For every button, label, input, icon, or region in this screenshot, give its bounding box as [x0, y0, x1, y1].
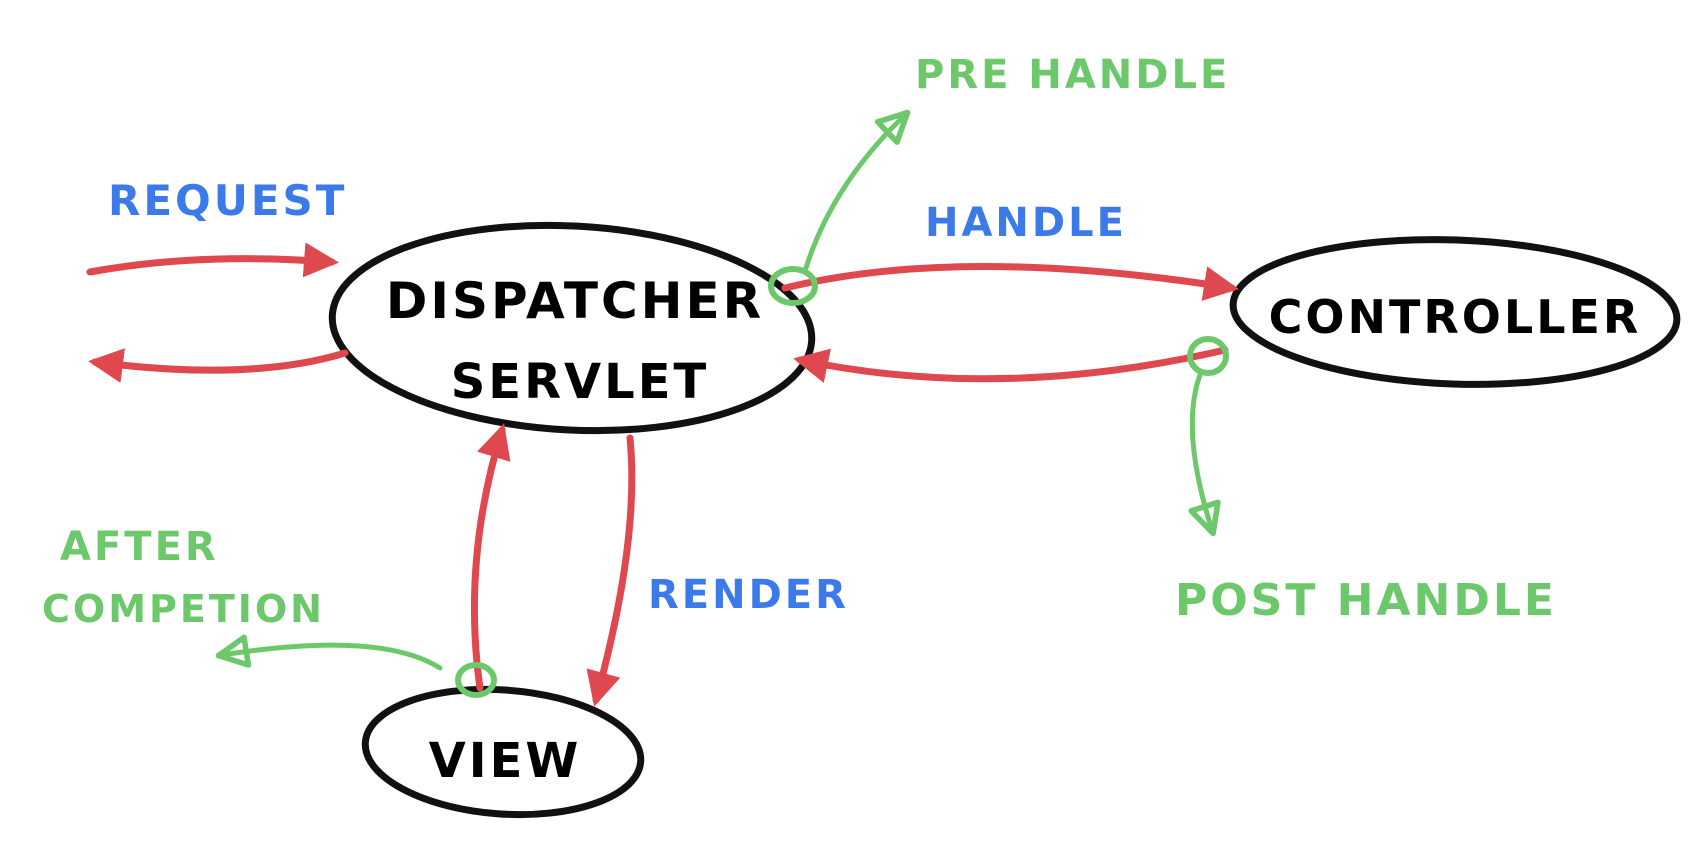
response-out-arrow [88, 348, 349, 383]
after-completion-hook-circle [455, 662, 497, 698]
handle-label: HANDLE [925, 200, 1127, 246]
view-to-dispatcher-arrow [470, 423, 511, 692]
dispatcher-servlet-node [328, 221, 816, 435]
prehandle-label: PRE HANDLE [915, 52, 1230, 98]
prehandle-hook-arrow [803, 109, 911, 271]
after-completion-label-line1: AFTER [60, 524, 219, 570]
controller-node [1229, 236, 1681, 388]
return-from-controller-arrow [793, 346, 1229, 383]
view-label: VIEW [429, 733, 582, 789]
posthandle-hook-arrow [1188, 372, 1221, 537]
view-node [361, 685, 645, 819]
after-completion-hook-arrow [215, 634, 443, 671]
controller-label: CONTROLLER [1269, 290, 1642, 344]
dispatcher-label-line1: DISPATCHER [386, 272, 764, 330]
after-completion-label-line2: COMPETION [42, 587, 325, 631]
handle-arrow [781, 263, 1239, 301]
dispatcher-label-line2: SERVLET [451, 354, 710, 410]
posthandle-hook-circle [1187, 336, 1229, 376]
render-label: RENDER [648, 572, 849, 618]
prehandle-hook-circle [768, 266, 818, 306]
request-label: REQUEST [108, 176, 347, 225]
render-arrow [586, 434, 636, 707]
request-in-arrow [86, 242, 339, 278]
posthandle-label: POST HANDLE [1175, 575, 1557, 626]
